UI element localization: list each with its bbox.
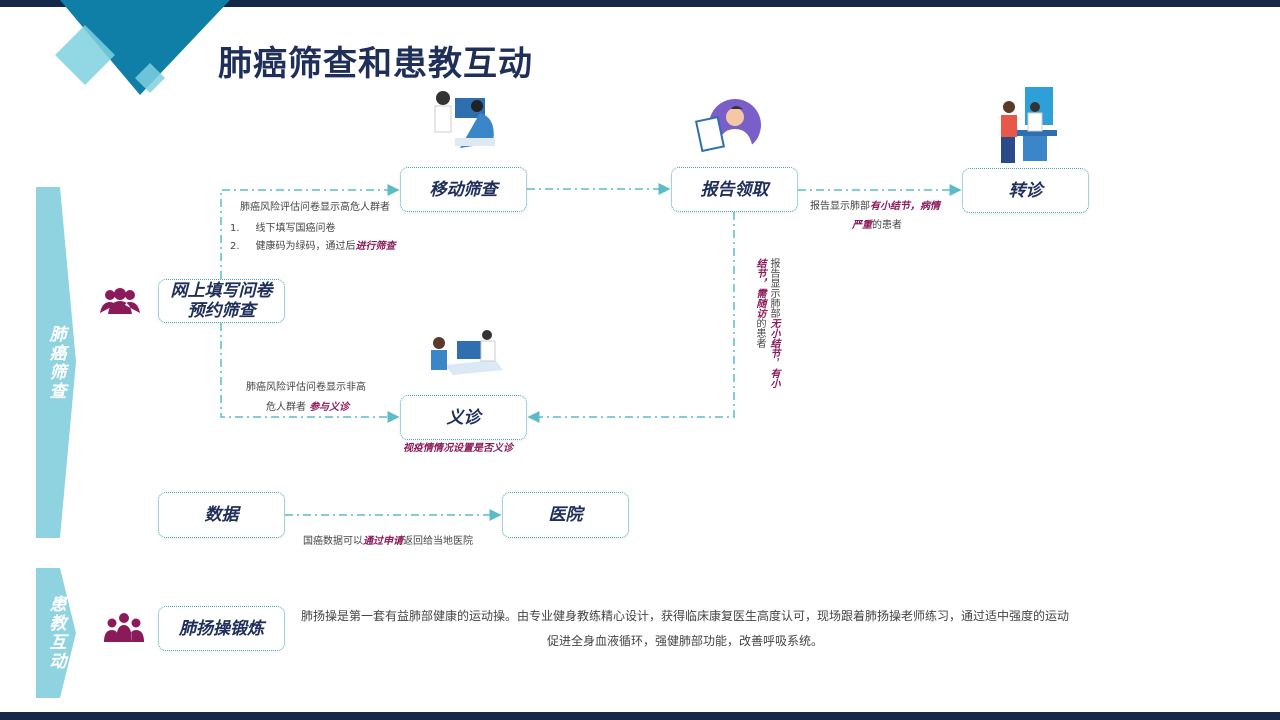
clinic-note: 视疫情情况设置是否义诊	[403, 443, 513, 454]
high-risk-note: 肺癌风险评估问卷显示高危人群者	[240, 202, 390, 213]
text: 返回给当地医院	[403, 536, 473, 547]
step-2: 2. 健康码为绿码，通过后进行筛查	[230, 237, 396, 252]
step-text: 线下填写国癌问卷	[255, 223, 336, 234]
doctor-report-illustration	[695, 99, 761, 153]
highlight: 无小结节	[768, 318, 779, 358]
node-label: 数据	[204, 505, 239, 525]
highlight: 严重	[852, 220, 872, 231]
referral-note-line2: 严重的患者	[852, 216, 902, 231]
section-chevron-screening: 肺癌筛查	[36, 187, 76, 538]
highlight: 通过申请	[363, 536, 403, 547]
text: 国癌数据可以	[303, 536, 363, 547]
node-clinic: 义诊	[400, 395, 527, 440]
page-title: 肺癌筛查和患教互动	[218, 44, 533, 84]
node-report: 报告领取	[671, 167, 798, 212]
node-referral: 转诊	[962, 168, 1089, 213]
text: 报告显示肺部	[768, 258, 779, 318]
step-number: 2.	[230, 241, 240, 252]
highlight: 参与义诊	[309, 402, 350, 413]
referral-note-line1: 报告显示肺部有小结节，病情	[810, 197, 940, 212]
node-hospital: 医院	[502, 492, 629, 538]
bottom-bar	[0, 712, 1280, 720]
exercise-description: 肺扬操是第一套有益肺部健康的运动操。由专业健身教练精心设计，获得临床康复医生高度…	[300, 609, 1069, 648]
text: 的患者	[754, 318, 765, 348]
low-risk-line2: 危人群者 参与义诊	[266, 398, 349, 413]
step-highlight: 进行筛查	[355, 241, 396, 252]
node-label: 肺扬操锻炼	[179, 618, 264, 639]
node-label: 移动筛查	[429, 179, 498, 200]
text: 危人群者	[266, 402, 310, 413]
text: 报告显示肺部	[810, 201, 870, 212]
text: 的患者	[872, 220, 902, 231]
step-text: 健康码为绿码，通过后	[255, 241, 356, 252]
group-icon	[104, 613, 144, 642]
step-number: 1.	[230, 223, 240, 234]
node-mobile-screening: 移动筛查	[400, 167, 527, 212]
highlight: 有小结节，病情	[870, 201, 940, 212]
node-label: 报告领取	[700, 179, 769, 200]
node-data: 数据	[158, 492, 285, 538]
data-note: 国癌数据可以通过申请返回给当地医院	[303, 532, 473, 547]
highlight: 有小结节，需随访	[754, 258, 779, 388]
followup-note: 报告显示肺部无小结节，有小结节，需随访的患者	[752, 258, 780, 388]
referral-illustration	[1001, 87, 1057, 163]
section-label-education: 患教互动	[45, 595, 66, 671]
decorative-diamonds	[55, 0, 230, 95]
top-bar	[0, 0, 1280, 7]
text: ，	[768, 358, 779, 368]
low-risk-line1: 肺癌风险评估问卷显示非高	[246, 382, 366, 393]
node-online-questionnaire: 网上填写问卷预约筛查	[158, 279, 285, 323]
users-icon	[100, 288, 140, 314]
section-chevron-education: 患教互动	[36, 568, 76, 698]
node-exercise: 肺扬操锻炼	[158, 606, 285, 651]
step-1: 1. 线下填写国癌问卷	[230, 219, 336, 234]
node-label: 医院	[548, 505, 583, 525]
screening-illustration	[434, 91, 495, 148]
node-label: 网上填写问卷	[170, 281, 273, 301]
node-label: 义诊	[446, 407, 481, 428]
section-label-screening: 肺癌筛查	[45, 324, 66, 401]
clinic-illustration	[431, 330, 503, 375]
node-label: 转诊	[1008, 180, 1043, 201]
node-label: 预约筛查	[187, 301, 256, 321]
